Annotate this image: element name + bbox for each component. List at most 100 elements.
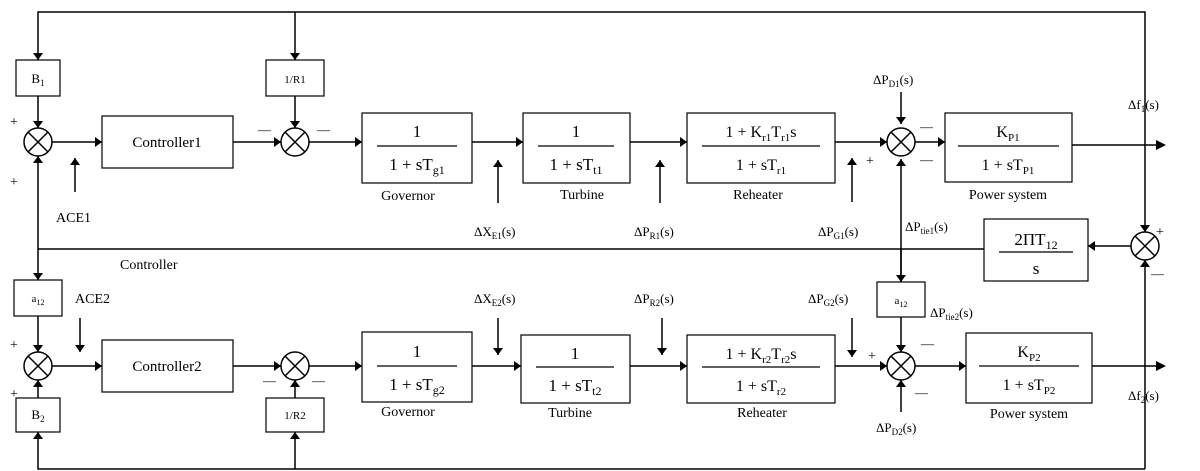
arrow-sum3-from-tie (896, 159, 906, 166)
arrow-ace1-up (70, 158, 80, 165)
dPD1-label: ΔPD1(s) (873, 72, 913, 89)
arrow-dPD1-down (896, 117, 906, 124)
svg-text:B1: B1 (31, 71, 44, 88)
arrow-sum5-up (290, 380, 300, 387)
svg-text:1 + Kr2Tr2s: 1 + Kr2Tr2s (726, 346, 797, 366)
arrow-dXE1-up (493, 160, 503, 167)
arrow-sum6-in (880, 361, 887, 371)
arrow-sum4-up (33, 380, 43, 387)
arrow-dPR2-down (657, 348, 667, 355)
turbine2-block: 1 1 + sTt2 (520, 334, 631, 404)
svg-text:Controller2: Controller2 (132, 359, 201, 375)
governor1-block: 1 1 + sTg1 (361, 112, 473, 184)
svg-text:s: s (1033, 259, 1040, 278)
df1-label: Δf1(s) (1128, 97, 1159, 114)
arrow-a12-left-down (33, 273, 43, 280)
summing-junction-droop2 (280, 351, 310, 381)
svg-text:KP2: KP2 (1017, 344, 1040, 364)
controller1-block: Controller1 (101, 115, 234, 169)
svg-text:B2: B2 (31, 407, 44, 424)
arrow-a12-right-down (896, 275, 906, 282)
arrow-tie-block-in (1088, 241, 1095, 251)
reheater2-block: 1 + Kr2Tr2s 1 + sTr2 (686, 334, 836, 404)
sign-marks: + + — — + — — + — + + — — + — — (10, 115, 1165, 402)
dPR2-label: ΔPR2(s) (634, 291, 674, 308)
arrow-droop1-down (290, 53, 300, 60)
power-system2-block: KP2 1 + sTP2 (965, 332, 1093, 404)
minus-sign: — (316, 122, 331, 137)
arrow-sum2-down (290, 121, 300, 128)
summing-junction-ace2 (23, 351, 53, 381)
reheater1-block: 1 + Kr1Tr1s 1 + sTr1 (686, 112, 836, 184)
arrow-ps2-in (959, 361, 966, 371)
arrow-df1-out (1156, 140, 1166, 150)
dPG1-label: ΔPG1(s) (818, 224, 858, 241)
df2-feedback-line (37, 432, 1145, 470)
arrow-reh2-in (680, 361, 687, 371)
a12-left-block: a12 (13, 279, 63, 317)
tie-line-block: 2ΠT12 s (983, 218, 1089, 282)
droop1-block: 1/R1 (265, 59, 325, 97)
summing-junction-droop1 (280, 127, 310, 157)
governor2-caption: Governor (381, 405, 435, 420)
arrow-dPR1-up (655, 160, 665, 167)
power-system2-caption: Power system (990, 407, 1068, 422)
plus-sign: + (866, 154, 874, 169)
dPR1-label: ΔPR1(s) (634, 224, 674, 241)
summing-junction-area1-power (886, 127, 916, 157)
arrow-dXE2-down (493, 348, 503, 355)
arrow-droop2-up (290, 432, 300, 439)
a12-right-block: a12 (876, 281, 926, 318)
power-system1-block: KP1 1 + sTP1 (944, 112, 1073, 183)
governor2-block: 1 1 + sTg2 (361, 331, 473, 403)
controller-label: Controller (120, 258, 178, 273)
plus-sign: + (10, 175, 18, 190)
arrow-sum2-in (274, 137, 281, 147)
minus-sign: — (311, 373, 326, 388)
svg-text:1 + sTt1: 1 + sTt1 (550, 155, 603, 177)
df2-label: Δf2(s) (1128, 388, 1159, 405)
ace2-label: ACE2 (75, 292, 110, 307)
arrow-controller1-in (95, 137, 102, 147)
svg-text:1: 1 (571, 344, 580, 363)
svg-text:1 + sTt2: 1 + sTt2 (549, 376, 602, 398)
arrow-reh1-in (680, 137, 687, 147)
turbine2-caption: Turbine (548, 406, 592, 421)
arrow-gov2-in (355, 361, 362, 371)
reheater2-caption: Reheater (737, 406, 787, 421)
plus-sign: + (868, 349, 876, 364)
svg-text:2ΠT12: 2ΠT12 (1014, 230, 1057, 252)
arrow-dPG1-up (847, 158, 857, 165)
droop2-block: 1/R2 (265, 397, 325, 433)
dPtie2-label: ΔPtie2(s) (930, 305, 973, 322)
arrow-ace2-down (75, 345, 85, 352)
arrow-sum5-in (274, 361, 281, 371)
governor1-caption: Governor (381, 189, 435, 204)
dXE2-label: ΔXE2(s) (474, 291, 515, 308)
arrow-sum1-down (33, 121, 43, 128)
dPD2-label: ΔPD2(s) (876, 420, 916, 437)
summing-junction-tie (1130, 231, 1160, 261)
b2-block: B2 (15, 397, 61, 433)
df1-feedback-line (37, 11, 1146, 145)
arrow-sum-tie-up (1140, 260, 1150, 267)
svg-text:1 + sTP2: 1 + sTP2 (1003, 377, 1056, 397)
turbine1-block: 1 1 + sTt1 (522, 112, 631, 184)
minus-sign: — (1150, 266, 1165, 281)
arrow-sum-tie-down (1140, 225, 1150, 232)
arrow-dPG2-down (847, 350, 857, 357)
reheater1-caption: Reheater (733, 188, 783, 203)
svg-text:a12: a12 (895, 295, 908, 309)
svg-text:1/R1: 1/R1 (284, 74, 305, 86)
minus-sign: — (262, 373, 277, 388)
arrow-turb2-in (514, 361, 521, 371)
arrow-sum1-from-tie (33, 156, 43, 163)
b1-block: B1 (15, 59, 61, 97)
svg-text:1: 1 (413, 122, 422, 141)
svg-text:1 + sTr1: 1 + sTr1 (736, 157, 786, 177)
svg-text:1 + Kr1Tr1s: 1 + Kr1Tr1s (726, 124, 797, 144)
dPtie1-label: ΔPtie1(s) (905, 219, 948, 236)
arrow-sum6-from-a12 (896, 345, 906, 352)
minus-sign: — (920, 336, 935, 351)
